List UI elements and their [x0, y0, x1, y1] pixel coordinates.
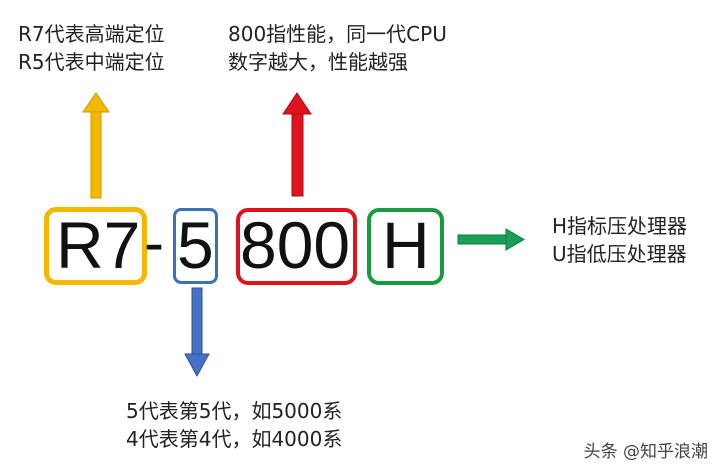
- tier-box: [44, 207, 147, 285]
- tier-note-line-1: R7代表高端定位: [18, 22, 165, 46]
- generation-text: 5: [177, 208, 214, 282]
- model-dash: -: [144, 209, 164, 276]
- suffix-text: H: [382, 208, 430, 282]
- tier-arrow: [82, 92, 110, 199]
- suffix-note-line-1: H指标压处理器: [552, 214, 688, 238]
- generation-arrow: [184, 287, 210, 378]
- generation-note-line-1: 5代表第5代，如5000系: [126, 399, 343, 423]
- performance-arrow: [282, 92, 312, 197]
- generation-note: 5代表第5代，如5000系 4代表第4代，如4000系: [126, 397, 342, 453]
- watermark: 头条 @知乎浪潮: [583, 442, 708, 462]
- performance-note-line-2: 数字越大，性能越强: [228, 50, 408, 74]
- performance-box: [236, 208, 357, 285]
- generation-note-line-2: 4代表第4代，如4000系: [126, 427, 343, 451]
- suffix-note-line-2: U指低压处理器: [552, 242, 687, 266]
- suffix-note: H指标压处理器 U指低压处理器: [552, 212, 687, 268]
- tier-text: R7: [56, 208, 141, 282]
- tier-note: R7代表高端定位 R5代表中端定位: [18, 20, 165, 76]
- performance-text: 800: [240, 208, 351, 282]
- generation-box: [173, 208, 218, 284]
- suffix-box: [367, 208, 444, 285]
- performance-note-line-1: 800指性能，同一代CPU: [228, 22, 447, 46]
- suffix-arrow: [457, 228, 525, 251]
- performance-note: 800指性能，同一代CPU 数字越大，性能越强: [228, 20, 447, 76]
- tier-note-line-2: R5代表中端定位: [18, 50, 165, 74]
